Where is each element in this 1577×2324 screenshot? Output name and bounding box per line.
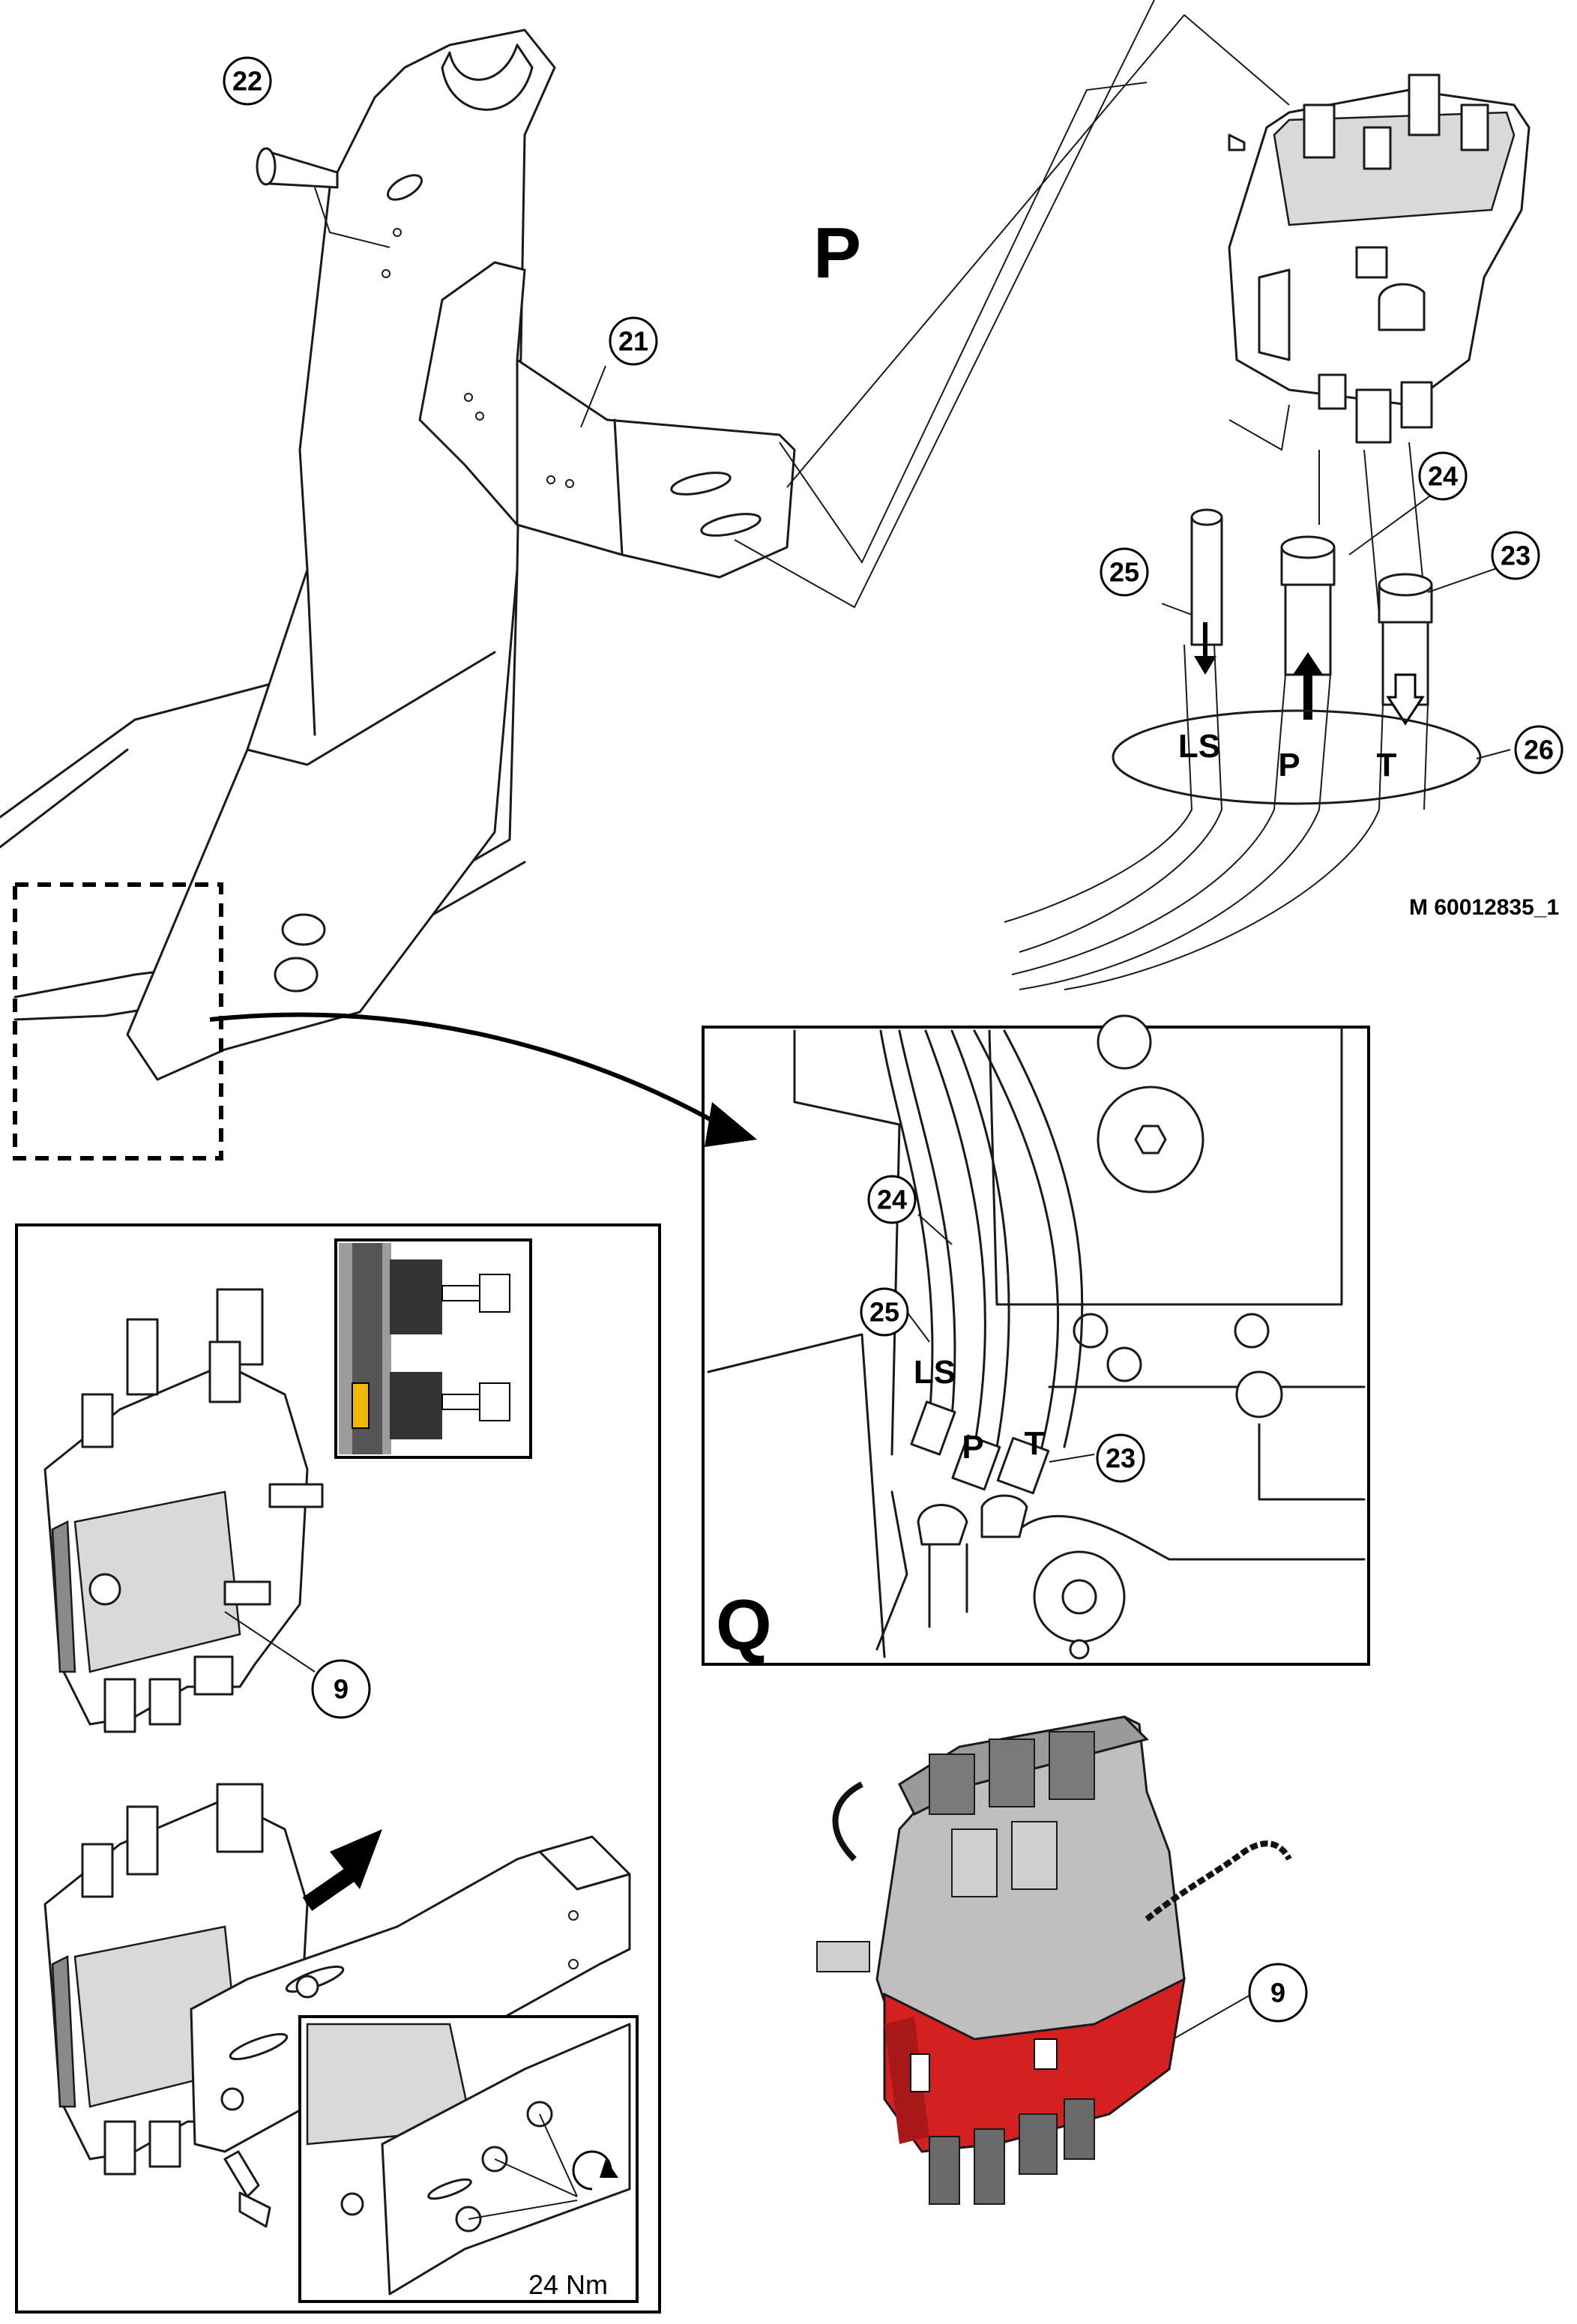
valve-9-colored [816, 1715, 1292, 2205]
support-arm [126, 28, 556, 1081]
port-label-p: P [1278, 747, 1300, 783]
svg-text:24: 24 [877, 1184, 907, 1215]
callout-9-colored: 9 [1248, 1963, 1308, 2023]
svg-text:23: 23 [1501, 541, 1531, 571]
torque-value: 24 Nm [528, 2269, 608, 2300]
callout-22: 22 [223, 56, 272, 106]
svg-text:24: 24 [1428, 461, 1458, 492]
torque-inset-contents [306, 2023, 631, 2296]
assembly-steps-frame [15, 1223, 661, 2314]
callout-q-25: 25 [860, 1287, 909, 1337]
svg-text:25: 25 [1109, 557, 1139, 588]
drawing-number: M 60012835_1 [1409, 895, 1559, 920]
svg-text:21: 21 [618, 326, 648, 357]
callout-23: 23 [1491, 531, 1540, 580]
mounting-bracket [418, 0, 1290, 609]
svg-text:23: 23 [1106, 1443, 1136, 1474]
callout-24: 24 [1418, 451, 1468, 501]
callout-21: 21 [609, 316, 658, 366]
detail-pointer-arrow [209, 1012, 757, 1147]
port-label-ls: LS [1178, 728, 1220, 765]
callout-25: 25 [1100, 547, 1149, 597]
fitting-25 [1190, 508, 1223, 675]
view-label-p: P [813, 213, 861, 293]
push-arrow [302, 1829, 382, 1912]
svg-text:9: 9 [1270, 1978, 1285, 2008]
q-port-label-p: P [962, 1429, 983, 1466]
bolt-22 [256, 147, 391, 248]
svg-text:22: 22 [232, 66, 262, 97]
svg-text:26: 26 [1524, 735, 1554, 765]
callout-26: 26 [1514, 725, 1564, 774]
port-label-t: T [1377, 747, 1397, 783]
detail-q-contents [707, 1014, 1366, 1660]
callout-q-23: 23 [1096, 1433, 1145, 1483]
view-label-q: Q [716, 1585, 772, 1665]
callout-9-upper: 9 [311, 1659, 371, 1719]
fitting-23 [1378, 573, 1433, 726]
bolt-inset [334, 1238, 532, 1459]
svg-text:9: 9 [334, 1674, 349, 1705]
screw-lower [223, 2150, 271, 2228]
fitting-24 [1280, 535, 1336, 720]
callout-q-24: 24 [867, 1175, 917, 1224]
valve-9-upper [43, 1288, 324, 1733]
svg-text:25: 25 [869, 1297, 899, 1328]
detail-frame-q [702, 1026, 1370, 1666]
detail-box [13, 882, 223, 1161]
valve-block-top [1228, 73, 1531, 615]
q-port-label-ls: LS [914, 1354, 956, 1391]
q-port-label-t: T [1025, 1425, 1045, 1462]
